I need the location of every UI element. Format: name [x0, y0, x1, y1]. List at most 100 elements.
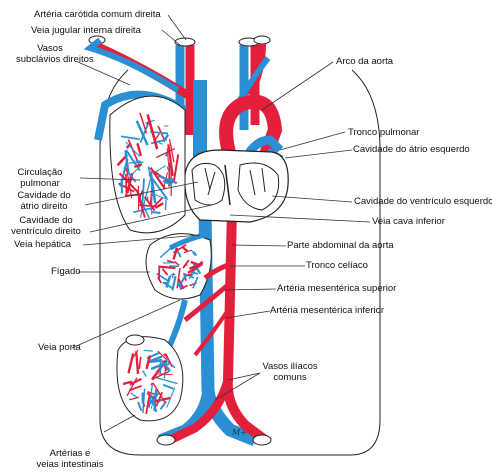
- label-right-atrium: Cavidade do átrio direito: [4, 190, 84, 212]
- capillary-vein: [148, 384, 153, 408]
- label-right-ventricle-line2: ventrículo direito: [11, 226, 81, 237]
- label-right-atrium-line1: Cavidade do: [17, 190, 71, 201]
- capillary-vein: [147, 359, 162, 364]
- capillary-artery: [152, 382, 167, 404]
- capillary-artery: [158, 373, 173, 376]
- capillary-vein: [191, 249, 196, 256]
- artist-signature: M+: [232, 428, 247, 437]
- label-intestinal: Artérias e veias intestinais: [20, 448, 120, 470]
- label-iliac: Vasos ilíacos comuns: [250, 361, 330, 383]
- capillary-vein: [176, 282, 183, 290]
- capillary-artery: [166, 259, 175, 264]
- capillary-artery: [154, 396, 171, 403]
- label-left-ventricle: Cavidade do ventrículo esquerdo: [354, 196, 492, 207]
- inferior-mesenteric-artery: [193, 308, 230, 357]
- capillary-artery: [158, 265, 176, 270]
- superior-mesenteric-artery: [183, 283, 230, 322]
- capillary-artery: [143, 196, 156, 212]
- capillary-vein: [125, 149, 141, 172]
- capillary-artery: [193, 260, 204, 270]
- label-aortic-arch: Arco da aorta: [336, 56, 394, 67]
- capillary-vein: [130, 392, 139, 399]
- aortic-arch: [219, 94, 283, 213]
- capillary-vein: [192, 276, 199, 289]
- label-carotid: Artéria carótida comum direita: [34, 9, 161, 20]
- capillary-artery: [154, 202, 164, 209]
- label-subclavian-line2: subclávios direitos: [16, 54, 94, 65]
- capillary-artery: [143, 403, 146, 407]
- capillary-artery: [127, 353, 135, 374]
- label-intestinal-line1: Artérias e: [49, 448, 91, 459]
- capillary-artery: [137, 190, 143, 204]
- capillary-vein: [179, 274, 187, 286]
- label-intestinal-line2: veias intestinais: [36, 459, 104, 470]
- label-abdominal-aorta: Parte abdominal da aorta: [287, 240, 394, 251]
- capillary-artery: [161, 268, 169, 276]
- capillary-artery: [136, 142, 143, 157]
- label-right-ventricle-line1: Cavidade do: [19, 215, 73, 226]
- capillary-vein: [157, 174, 178, 185]
- label-subclavian: Vasos subclávios direitos: [16, 43, 94, 65]
- capillary-artery: [152, 370, 170, 380]
- capillary-vein: [124, 150, 130, 174]
- capillary-vein: [192, 251, 198, 257]
- capillary-artery: [172, 154, 180, 183]
- capillary-vein: [150, 363, 164, 371]
- capillary-vein: [137, 401, 143, 412]
- capillary-vein: [142, 370, 147, 377]
- capillary-vein: [120, 135, 141, 141]
- capillary-vein: [165, 275, 172, 288]
- capillary-artery: [133, 163, 143, 168]
- capillary-artery: [150, 382, 154, 386]
- capillary-artery: [135, 351, 140, 374]
- capillary-vein: [154, 376, 178, 385]
- celiac-trunk: [203, 262, 229, 280]
- capillary-artery: [126, 377, 138, 397]
- heart: [184, 149, 289, 223]
- capillary-artery: [138, 204, 157, 208]
- capillary-artery: [172, 247, 179, 260]
- capillary-artery: [125, 167, 133, 199]
- capillary-vein: [155, 165, 166, 173]
- label-pulmonary-circ-line1: Circulação: [17, 167, 63, 178]
- capillary-vein: [163, 281, 168, 285]
- capillary-artery: [182, 259, 190, 269]
- capillary-vein: [150, 396, 158, 413]
- capillary-vein: [162, 179, 173, 186]
- label-subclavian-line1: Vasos: [37, 43, 63, 54]
- label-pulmonary-trunk: Tronco pulmonar: [348, 127, 420, 138]
- capillary-artery: [118, 172, 138, 192]
- capillary-artery: [173, 260, 180, 266]
- label-portal-vein: Veia porta: [38, 342, 81, 353]
- label-sup-mesenteric: Artéria mesentérica superior: [277, 283, 397, 294]
- lung-network: [109, 95, 186, 234]
- label-celiac-trunk: Tronco celíaco: [306, 260, 368, 271]
- hepatic-vein: [168, 232, 206, 251]
- capillary-artery: [157, 350, 168, 361]
- capillary-artery: [146, 114, 159, 150]
- capillary-artery: [166, 148, 170, 169]
- capillary-artery: [145, 394, 151, 415]
- label-hepatic-vein: Veia hepática: [14, 239, 72, 250]
- capillary-vein: [188, 271, 195, 280]
- label-pulmonary-circ-line2: pulmonar: [20, 178, 60, 189]
- capillary-artery: [167, 144, 174, 176]
- capillary-artery: [183, 249, 193, 254]
- capillary-vein: [164, 199, 167, 211]
- label-right-atrium-line2: átrio direito: [20, 201, 68, 212]
- capillary-vein: [125, 141, 140, 157]
- capillary-vein: [148, 173, 168, 200]
- capillary-artery: [138, 356, 142, 370]
- label-jugular: Veia jugular interna direita: [31, 25, 141, 36]
- capillary-artery: [156, 148, 176, 159]
- capillary-vein: [135, 120, 149, 146]
- capillary-artery: [129, 377, 142, 386]
- capillary-artery: [145, 355, 152, 370]
- capillary-artery: [164, 353, 173, 368]
- capillary-vein: [150, 211, 161, 214]
- capillary-vein: [166, 387, 176, 408]
- capillary-vein: [161, 361, 171, 372]
- capillary-vein: [157, 398, 162, 404]
